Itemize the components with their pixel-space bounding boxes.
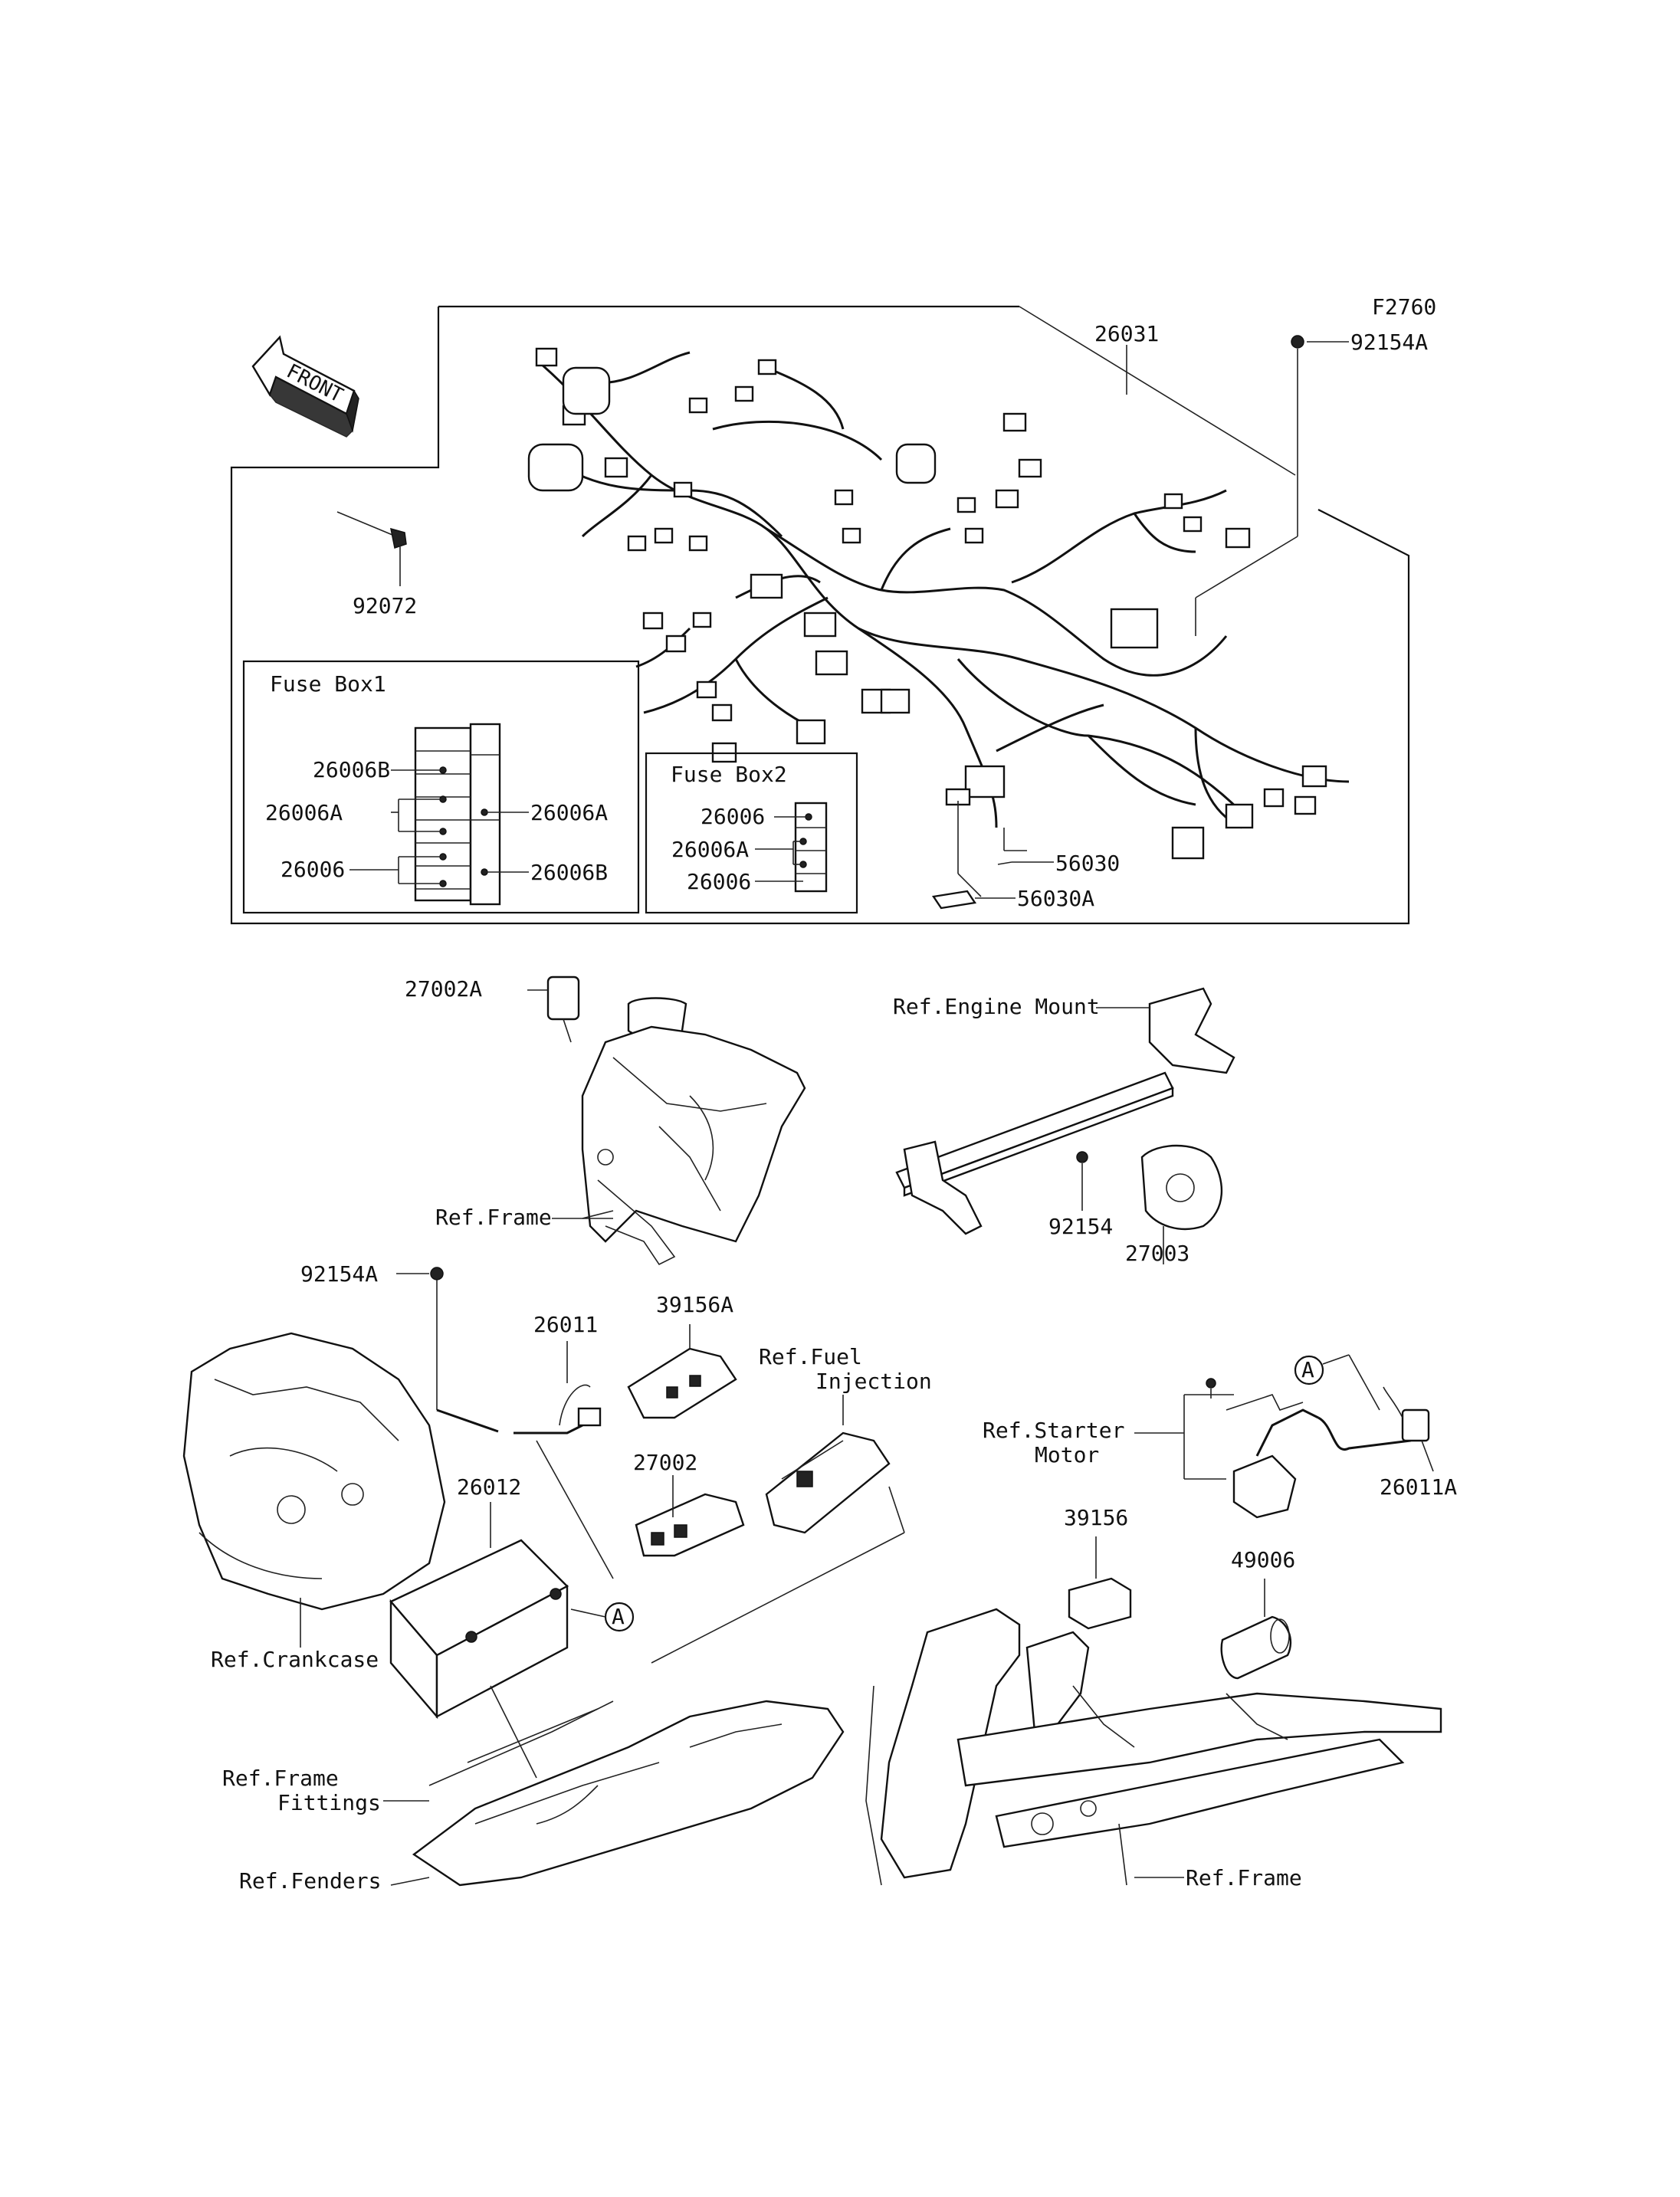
label-49006: 49006 — [1231, 1547, 1295, 1572]
relay-27002 — [635, 1475, 745, 1557]
label-ref-frame-fittings-1: Ref.Frame — [222, 1766, 339, 1791]
front-arrow-icon: FRONT — [251, 335, 359, 438]
fuse-box-1 — [242, 660, 640, 914]
label-fb1-26006B-left: 26006B — [313, 757, 390, 782]
battery-26012 — [389, 1502, 635, 1720]
frame-fittings-section — [383, 1685, 845, 1887]
label-27003: 27003 — [1125, 1241, 1189, 1266]
starter-relay — [1134, 1354, 1434, 1519]
label-26011: 26011 — [533, 1312, 598, 1337]
fusebox1-title: Fuse Box1 — [270, 671, 386, 697]
circle-a-2: A — [1301, 1357, 1314, 1382]
label-26031: 26031 — [1094, 321, 1159, 346]
label-39156: 39156 — [1064, 1505, 1128, 1530]
label-26012: 26012 — [457, 1474, 521, 1500]
label-ref-starter-1: Ref.Starter — [983, 1418, 1124, 1443]
label-39156A: 39156A — [656, 1292, 733, 1317]
labels-56030 — [931, 801, 1054, 910]
label-56030A: 56030A — [1017, 886, 1094, 911]
label-27002: 27002 — [633, 1450, 697, 1475]
fusebox2-title: Fuse Box2 — [671, 762, 787, 787]
figure-code: F2760 — [1372, 294, 1436, 320]
label-fb1-26006B-right: 26006B — [530, 860, 608, 885]
label-fb1-26006A-left: 26006A — [265, 800, 343, 825]
label-fb1-26006-left: 26006 — [281, 857, 345, 882]
label-ref-frame-1: Ref.Frame — [435, 1205, 552, 1230]
label-fb2-26006-a: 26006 — [701, 804, 765, 829]
label-92154: 92154 — [1048, 1214, 1113, 1239]
fuse-box-2 — [645, 752, 858, 914]
label-92154A-mid: 92154A — [300, 1261, 378, 1287]
clip-92072 — [336, 511, 407, 586]
label-26011A: 26011A — [1380, 1474, 1457, 1500]
rear-frame-section — [865, 1608, 1442, 1886]
label-fb2-26006A: 26006A — [671, 837, 749, 862]
label-ref-fuel-1: Ref.Fuel — [759, 1344, 862, 1369]
label-fb2-26006-b: 26006 — [687, 869, 751, 894]
crankcase-section — [182, 1332, 446, 1648]
label-ref-fenders: Ref.Fenders — [239, 1868, 381, 1894]
engine-mount-section — [895, 987, 1235, 1264]
bolt-92154A-top — [1195, 335, 1349, 636]
label-ref-crankcase: Ref.Crankcase — [211, 1647, 379, 1672]
relay-39156A — [627, 1324, 737, 1419]
label-56030: 56030 — [1055, 851, 1120, 876]
label-92072: 92072 — [353, 593, 417, 618]
ecu-fuel-injection — [651, 1395, 905, 1664]
label-27002A: 27002A — [405, 976, 482, 1002]
battery-cables — [396, 1267, 614, 1579]
label-ref-frame-fittings-2: Fittings — [277, 1790, 381, 1815]
wiring-harness — [527, 347, 1350, 860]
label-ref-fuel-2: Injection — [815, 1369, 932, 1394]
harness-enclosure — [230, 305, 1410, 925]
frame-front-section — [527, 976, 806, 1266]
label-ref-engine-mount: Ref.Engine Mount — [893, 994, 1100, 1019]
label-ref-starter-2: Motor — [1035, 1442, 1099, 1467]
part-49006 — [1220, 1579, 1292, 1680]
label-fb1-26006A-right: 26006A — [530, 800, 608, 825]
relay-39156 — [1068, 1536, 1132, 1630]
leader-line — [1019, 306, 1296, 476]
label-ref-frame-2: Ref.Frame — [1186, 1865, 1302, 1890]
label-92154A-top: 92154A — [1350, 330, 1428, 355]
circle-a-1: A — [612, 1604, 625, 1629]
